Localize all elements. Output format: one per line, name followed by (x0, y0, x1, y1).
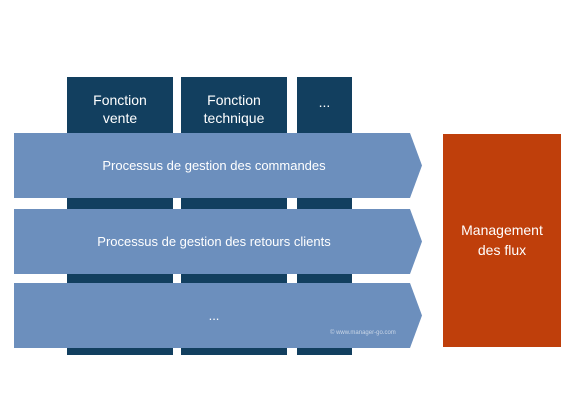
watermark-text: © www.manager-go.com (330, 330, 396, 336)
process-arrow-more: ... (14, 283, 422, 348)
process-arrow-label: Processus de gestion des retours clients (97, 234, 331, 249)
function-column-label: Fonction technique (203, 92, 265, 126)
flux-management-box: Management des flux (443, 134, 561, 347)
function-column-label: ... (318, 94, 331, 110)
function-column-label: Fonction vente (93, 92, 147, 126)
process-arrow-label: ... (208, 308, 220, 323)
flux-management-label: Management des flux (461, 222, 543, 258)
process-arrow-label: Processus de gestion des commandes (102, 158, 326, 173)
process-arrow-orders: Processus de gestion des commandes (14, 133, 422, 198)
process-arrow-returns: Processus de gestion des retours clients (14, 209, 422, 274)
